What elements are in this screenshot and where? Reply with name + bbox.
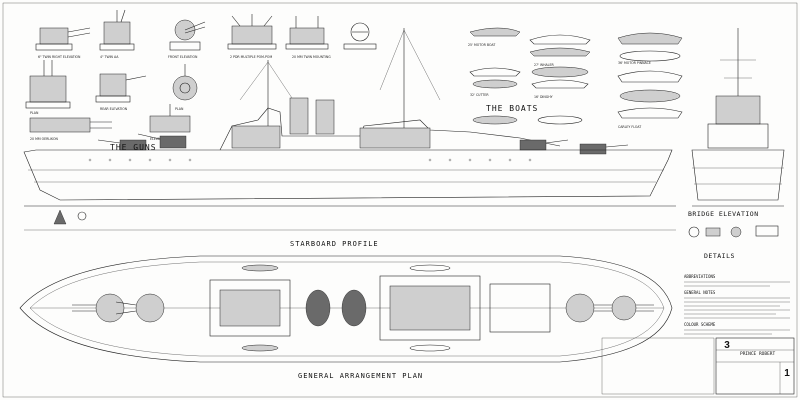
turret-x-plan: [565, 293, 595, 323]
boat-label-3: 32' CUTTER: [470, 93, 489, 97]
gun-sketch-10: [29, 117, 112, 133]
gun-sketch-1: [35, 27, 91, 51]
gun-sketch-7: [25, 60, 71, 109]
gun-sketch-3: [169, 19, 206, 51]
turret-y-plan: [611, 295, 637, 321]
svg-text:6" TWIN RIGHT ELEVATION: 6" TWIN RIGHT ELEVATION: [38, 55, 81, 59]
boats-panel: 25' MOTOR BOAT 27' WHALER 32' CUTTER 16'…: [468, 27, 683, 129]
rudder: [53, 209, 67, 225]
boat-label-1: 25' MOTOR BOAT: [468, 43, 495, 47]
boat-label-5: 36' MOTOR PINNACE: [618, 61, 651, 65]
boat-label-6: CARLEY FLOAT: [618, 125, 641, 129]
funnel-plan-aft: [341, 289, 367, 327]
boat-sketch-6: [617, 70, 683, 119]
gun-label-pompom: 2 PDR MULTIPLE POM-POM: [230, 55, 272, 59]
notes-panel: [601, 281, 795, 395]
turret-b-profile: [159, 135, 187, 149]
boat-sketch-2: [529, 34, 591, 57]
sheet-number-left: 3: [724, 340, 730, 351]
bridge-superstructure: [231, 125, 281, 149]
boat-sketch-5: [617, 32, 683, 62]
svg-text:20 MM TWIN MOUNTING: 20 MM TWIN MOUNTING: [292, 55, 331, 59]
colour-scheme-heading: COLOUR SCHEME: [684, 322, 716, 327]
gun-sketch-2: [99, 9, 135, 51]
gun-sketch-9: [172, 64, 198, 101]
svg-text:4" TWIN AA: 4" TWIN AA: [100, 55, 119, 59]
propeller: [77, 211, 87, 221]
boat-label-2: 27' WHALER: [534, 63, 554, 67]
turret-a-plan: [95, 293, 125, 323]
hull-profile: [23, 149, 673, 201]
svg-text:REAR ELEVATION: REAR ELEVATION: [100, 107, 128, 111]
turret-y-profile: [579, 143, 607, 155]
aft-superstructure: [359, 127, 431, 149]
svg-text:FRONT ELEVATION: FRONT ELEVATION: [168, 55, 198, 59]
bridge-plan: [209, 279, 291, 337]
starboard-profile: [23, 28, 676, 231]
gun-label-oerlikon: 20 MM OERLIKON: [30, 137, 58, 141]
turret-x-profile: [519, 139, 547, 151]
bridge-elevation: [691, 28, 785, 207]
gun-sketch-4: [227, 14, 277, 50]
title-bridge-elevation: BRIDGE ELEVATION: [688, 210, 759, 218]
sheet-number-right: 1: [784, 368, 790, 379]
general-notes-heading: GENERAL NOTES: [684, 290, 716, 295]
svg-text:PLAN: PLAN: [175, 107, 184, 111]
gun-sketch-11: [149, 104, 191, 133]
funnel-fore: [289, 97, 309, 135]
title-general-arrangement: GENERAL ARRANGEMENT PLAN: [298, 372, 424, 380]
title-starboard-profile: STARBOARD PROFILE: [290, 240, 379, 248]
svg-text:PLAN: PLAN: [30, 111, 39, 115]
boat-label-4: 16' DINGHY: [534, 95, 553, 99]
ship-name: PRINCE ROBERT: [740, 352, 776, 357]
abbreviations-heading: ABBREVIATIONS: [684, 274, 716, 279]
deck-outline: [19, 255, 673, 363]
general-arrangement-plan: [19, 255, 673, 363]
funnel-plan-fore: [305, 289, 331, 327]
aft-deckhouse-plan: [379, 275, 481, 341]
boat-sketch-7: [472, 115, 583, 125]
title-boats: THE BOATS: [486, 104, 539, 113]
title-block: [715, 337, 795, 395]
boat-sketch-1: [469, 27, 521, 37]
boat-sketch-3: [469, 67, 521, 89]
gun-sketch-8: [95, 73, 147, 103]
title-guns: THE GUNS: [110, 143, 157, 152]
gun-sketch-6: [343, 22, 377, 50]
gun-sketch-5: [285, 16, 329, 50]
details-panel: [688, 225, 779, 238]
title-details: DETAILS: [704, 252, 735, 260]
turret-b-plan: [135, 293, 165, 323]
boat-sketch-4: [531, 66, 589, 89]
funnel-aft: [315, 99, 335, 135]
